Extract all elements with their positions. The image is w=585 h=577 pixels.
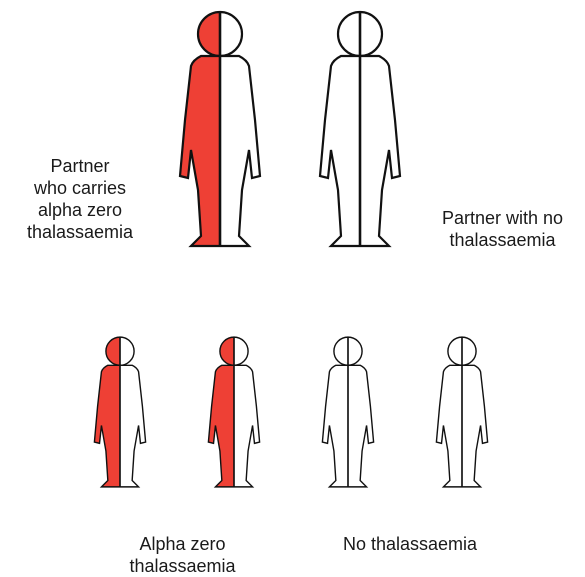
head-left-half: [448, 337, 462, 365]
label-line: thalassaemia: [0, 221, 160, 243]
head-left-half: [334, 337, 348, 365]
head-left-half: [106, 337, 120, 365]
label-line: Alpha zero: [100, 533, 265, 555]
label-line: thalassaemia: [100, 555, 265, 577]
head-left-half: [220, 337, 234, 365]
child-carrier-figure-1: [88, 322, 152, 502]
children-non-carrier-label: No thalassaemia: [310, 533, 510, 555]
label-line: No thalassaemia: [310, 533, 510, 555]
label-line: Partner: [0, 155, 160, 177]
label-line: alpha zero: [0, 199, 160, 221]
label-line: Partner with no: [420, 207, 585, 229]
label-line: who carries: [0, 177, 160, 199]
children-carrier-label: Alpha zero thalassaemia: [100, 533, 265, 577]
child-non-carrier-figure-1: [316, 322, 380, 502]
head-left-half: [198, 12, 220, 56]
label-line: thalassaemia: [420, 229, 585, 251]
head-left-half: [338, 12, 360, 56]
child-carrier-figure-2: [202, 322, 266, 502]
parent-carrier-label: Partner who carries alpha zero thalassae…: [0, 155, 160, 243]
child-non-carrier-figure-2: [430, 322, 494, 502]
parent-non-carrier-label: Partner with no thalassaemia: [420, 207, 585, 251]
parent-carrier-figure: [170, 8, 270, 250]
parent-non-carrier-figure: [310, 8, 410, 250]
